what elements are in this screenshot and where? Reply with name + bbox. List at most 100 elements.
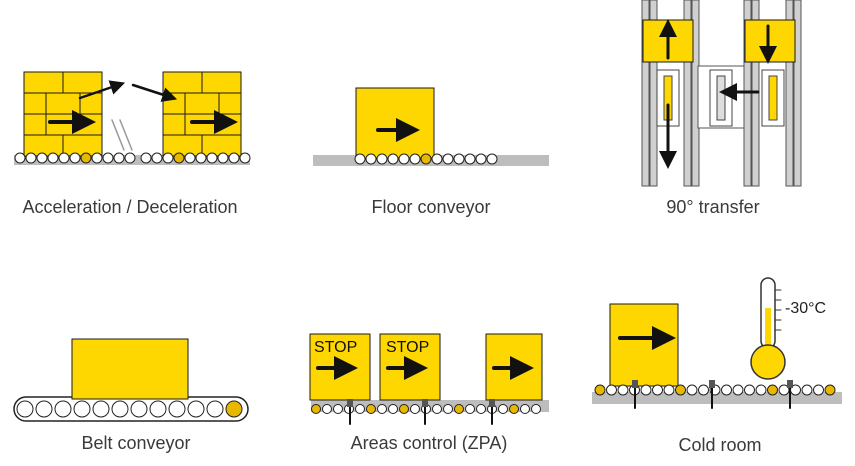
roller (486, 153, 498, 165)
caption-belt-conveyor: Belt conveyor (81, 433, 191, 453)
roller (102, 152, 114, 164)
roller (686, 384, 698, 396)
roller (387, 153, 399, 165)
roller (206, 400, 224, 418)
sensor (422, 399, 428, 407)
roller (73, 400, 91, 418)
roller (721, 384, 732, 396)
roller (801, 384, 813, 396)
caption-floor-conveyor: Floor conveyor (371, 197, 491, 217)
roller-core (768, 75, 778, 121)
sensor (709, 380, 715, 388)
roller (36, 152, 48, 164)
roller (652, 384, 663, 396)
roller (606, 384, 617, 396)
transfer-box-down (744, 19, 796, 63)
roller (311, 404, 321, 414)
roller (442, 153, 454, 165)
roller (58, 152, 70, 164)
roller (149, 400, 167, 418)
roller (35, 400, 53, 418)
roller (813, 384, 824, 396)
roller (111, 400, 129, 418)
roller (228, 152, 240, 164)
caption-cold-room: Cold room (678, 435, 762, 455)
roller (366, 404, 376, 414)
roller (69, 152, 81, 164)
roller (173, 152, 185, 164)
roller (130, 400, 148, 418)
roller (399, 404, 409, 414)
roller (355, 404, 365, 414)
roller (410, 404, 420, 414)
roller (465, 404, 475, 414)
roller (206, 152, 218, 164)
roller (432, 404, 442, 414)
stop-label-1: STOP (314, 339, 357, 356)
cold-box (609, 303, 679, 387)
roller (476, 404, 486, 414)
rail (641, 0, 650, 187)
roller (54, 400, 72, 418)
floor-box (355, 87, 435, 159)
roller (354, 153, 366, 165)
roller (767, 384, 778, 396)
roller (398, 153, 410, 165)
roller (531, 404, 541, 414)
roller (755, 384, 767, 396)
roller (744, 384, 755, 396)
roller (92, 400, 110, 418)
roller (217, 152, 229, 164)
roller (509, 404, 519, 414)
roller (409, 153, 421, 165)
roller (80, 152, 92, 164)
rail (683, 0, 692, 187)
gap-line (119, 119, 133, 151)
roller (640, 384, 652, 396)
roller-core (716, 75, 726, 121)
gap-line (111, 119, 125, 151)
roller (388, 404, 398, 414)
roller (162, 152, 174, 164)
roller (376, 153, 388, 165)
roller (617, 384, 629, 396)
caption-90-transfer: 90° transfer (666, 197, 760, 217)
belt-box (71, 338, 189, 400)
roller (443, 404, 453, 414)
rail (785, 0, 794, 187)
caption-zpa: Areas control (ZPA) (350, 433, 508, 453)
roller (663, 384, 675, 396)
caption-acceleration: Acceleration / Deceleration (22, 197, 238, 217)
roller (824, 384, 836, 396)
roller (333, 404, 343, 414)
roller (498, 404, 508, 414)
roller (420, 153, 432, 165)
roller (431, 153, 443, 165)
thermometer-fluid (765, 308, 771, 352)
roller (25, 152, 37, 164)
roller (520, 404, 530, 414)
roller (453, 153, 465, 165)
roller (195, 152, 207, 164)
thermometer-bulb (750, 344, 786, 380)
floor-bar (592, 392, 842, 404)
roller (675, 384, 686, 396)
roller (365, 153, 377, 165)
stop-label-2: STOP (386, 339, 429, 356)
sensor (489, 399, 495, 407)
sensor (787, 380, 793, 388)
roller (140, 152, 152, 164)
roller (732, 384, 744, 396)
roller (47, 152, 59, 164)
rail (793, 0, 802, 187)
roller (16, 400, 34, 418)
roller (14, 152, 26, 164)
roller (377, 404, 387, 414)
roller (594, 384, 606, 396)
roller (239, 152, 251, 164)
speed-arrow (78, 80, 126, 100)
roller (475, 153, 487, 165)
roller (91, 152, 103, 164)
roller (151, 152, 163, 164)
